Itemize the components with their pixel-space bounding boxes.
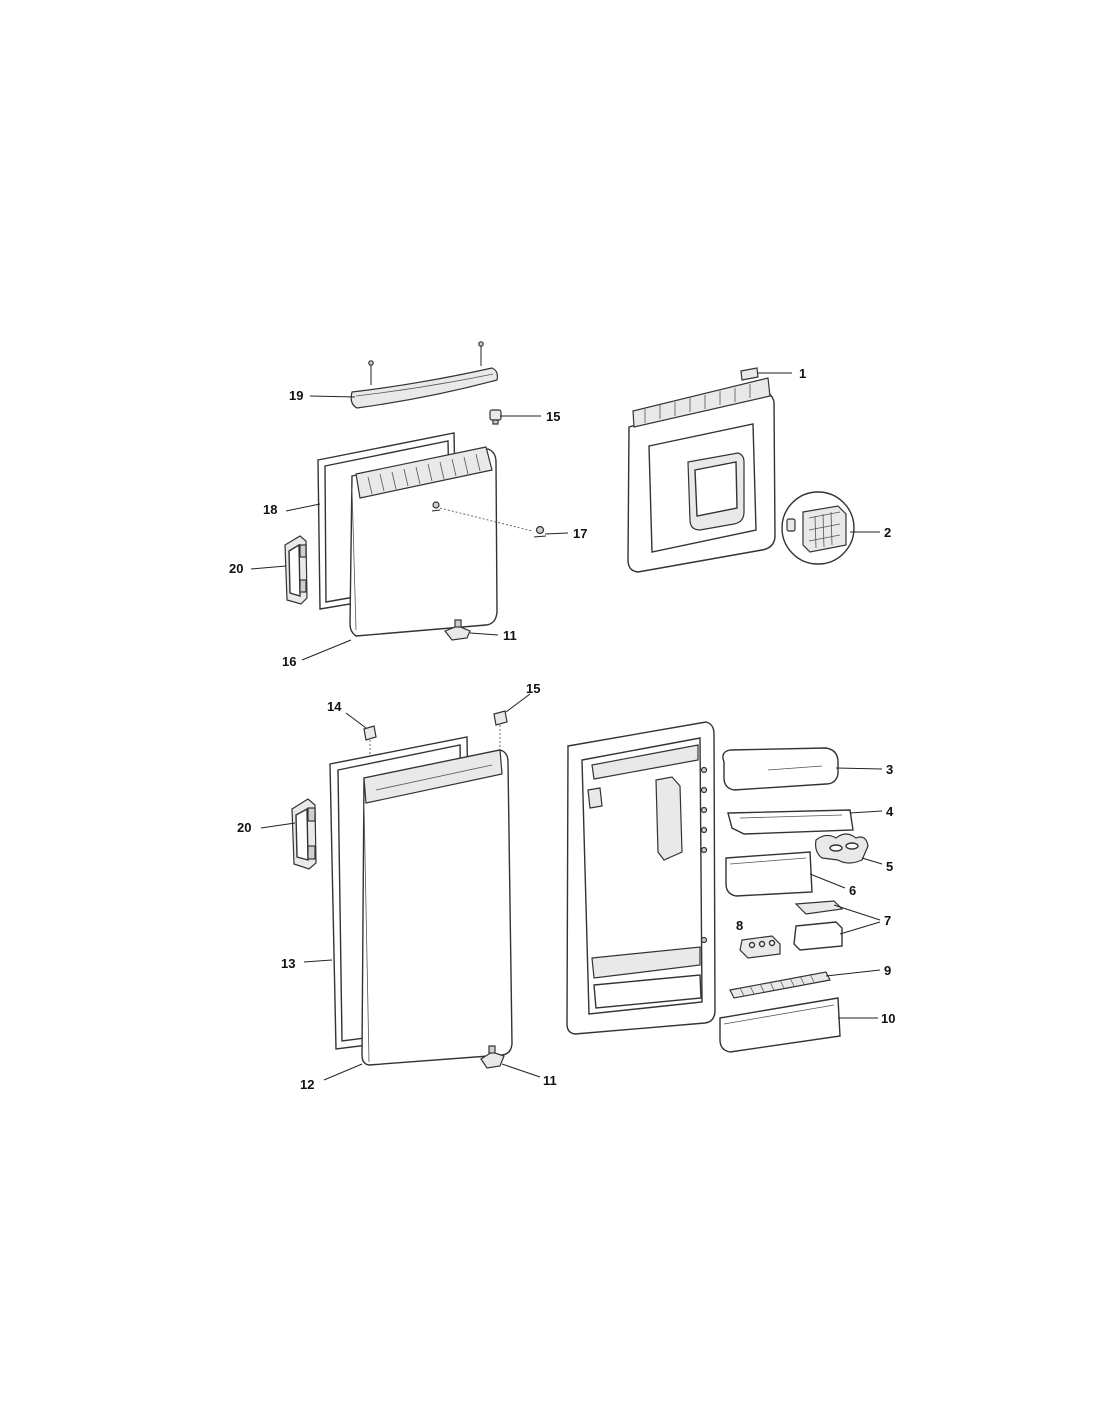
lower-hinge-freezer — [444, 619, 471, 641]
ice-cube-tray — [739, 935, 781, 959]
callout-10: 10 — [881, 1011, 895, 1026]
callout-15-top: 15 — [546, 409, 560, 424]
callout-20-bottom: 20 — [237, 820, 251, 835]
brand-logo-mark — [431, 501, 441, 512]
screw-right — [478, 341, 484, 366]
lower-hinge-fridge — [480, 1045, 505, 1069]
freezer-inner-panel-assembly — [627, 367, 855, 573]
door-plug-left — [363, 725, 377, 741]
callout-11-bottom: 11 — [543, 1073, 557, 1088]
shelf-support-pegs — [700, 766, 708, 944]
callout-11-top: 11 — [503, 628, 517, 643]
callout-2: 2 — [884, 525, 891, 540]
callout-13: 13 — [281, 956, 295, 971]
top-clip — [740, 367, 759, 381]
fridge-door — [361, 749, 513, 1066]
callout-9: 9 — [884, 963, 891, 978]
callout-3: 3 — [886, 762, 893, 777]
logo-badge — [533, 525, 547, 538]
fridge-door-assembly — [291, 710, 513, 1069]
fridge-inner-door-assembly — [566, 721, 869, 1053]
callout-1: 1 — [799, 366, 806, 381]
callout-8: 8 — [736, 918, 743, 933]
door-plug-right — [493, 710, 508, 726]
door-bin-medium — [725, 851, 813, 897]
callout-18: 18 — [263, 502, 277, 517]
door-shelf-small — [727, 809, 854, 835]
fridge-inner-door — [566, 721, 716, 1035]
butter-dish-lid — [794, 900, 844, 915]
callout-12: 12 — [300, 1077, 314, 1092]
freezer-handle — [284, 535, 308, 605]
callout-15-bottom: 15 — [526, 681, 540, 696]
callout-19: 19 — [289, 388, 303, 403]
callout-7: 7 — [884, 913, 891, 928]
callout-16: 16 — [282, 654, 296, 669]
hinge-cover — [350, 367, 499, 409]
fridge-handle — [291, 798, 317, 870]
dairy-compartment-cover — [722, 747, 839, 791]
egg-holder — [815, 833, 869, 864]
callout-14: 14 — [327, 699, 342, 714]
ice-tray-detail — [781, 491, 855, 565]
freezer-door — [349, 446, 498, 637]
freezer-door-assembly — [284, 341, 547, 641]
butter-dish-base — [793, 921, 843, 951]
door-plug — [489, 409, 502, 425]
screw-left — [368, 360, 374, 385]
callout-20-top: 20 — [229, 561, 243, 576]
callout-17: 17 — [573, 526, 587, 541]
callout-5: 5 — [886, 859, 893, 874]
bottle-retainer — [729, 971, 831, 999]
freezer-inner-door — [627, 377, 776, 573]
callout-4: 4 — [886, 804, 894, 819]
callout-labels: 1 2 3 4 5 6 7 8 9 10 11 11 12 13 14 15 1… — [229, 366, 895, 1092]
leader-lines — [250, 372, 883, 1081]
door-bin-large — [719, 997, 841, 1053]
callout-6: 6 — [849, 883, 856, 898]
